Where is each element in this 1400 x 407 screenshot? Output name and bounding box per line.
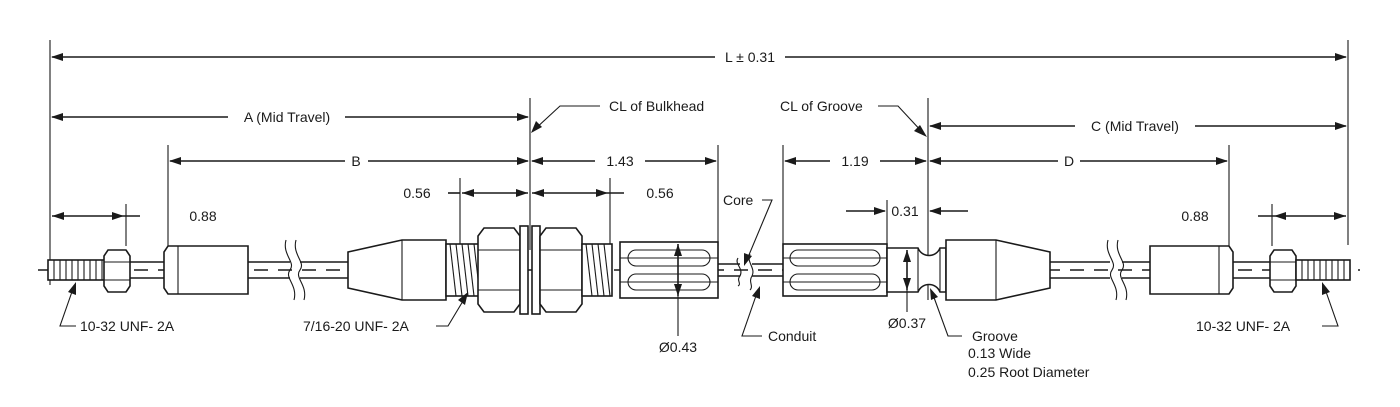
callout-groove: Groove 0.13 Wide 0.25 Root Diameter — [930, 288, 1090, 380]
dimension-nut-right: 0.56 — [532, 185, 674, 201]
hub-length-label: 1.43 — [606, 153, 633, 169]
c-mid-travel-label: C (Mid Travel) — [1091, 118, 1179, 134]
callout-cl-bulkhead: CL of Bulkhead — [531, 98, 704, 133]
dimension-overall-length: L ± 0.31 — [51, 49, 1347, 65]
dimension-hub-length: 1.43 — [531, 153, 717, 169]
d-label: D — [1064, 153, 1074, 169]
dimension-b: B — [169, 153, 529, 169]
right-break-symbol — [1106, 239, 1128, 301]
core-wire — [718, 253, 783, 291]
b-label: B — [351, 153, 360, 169]
a-mid-travel-label: A (Mid Travel) — [244, 109, 330, 125]
groove-width-label: 0.13 Wide — [968, 345, 1031, 361]
bulkhead-thread-label: 7/16-20 UNF- 2A — [303, 318, 409, 334]
nut-right-label: 0.56 — [646, 185, 673, 201]
left-break-symbol — [284, 239, 306, 301]
dimension-thread-left: 0.88 — [52, 208, 217, 224]
groove-root-label: 0.25 Root Diameter — [968, 364, 1090, 380]
right-groove-fitting — [782, 239, 1110, 301]
callout-bulkhead-thread: 7/16-20 UNF- 2A — [303, 292, 468, 334]
dimension-c: C (Mid Travel) — [929, 118, 1347, 134]
dimension-nut-left: 0.56 — [403, 185, 528, 201]
dimension-d: D — [929, 153, 1228, 169]
callout-conduit: Conduit — [741, 286, 816, 344]
hub-diameter-dim: Ø0.43 — [659, 244, 697, 355]
groove-title-label: Groove — [972, 328, 1018, 344]
callout-thread-left: 10-32 UNF- 2A — [59, 282, 175, 334]
dimension-a: A (Mid Travel) — [51, 109, 529, 125]
groove-diameter-label: Ø0.37 — [888, 315, 926, 331]
dimension-groove-to-fitting: 1.19 — [784, 153, 927, 169]
conduit-label: Conduit — [768, 328, 816, 344]
dimension-thread-right: 0.88 — [1181, 208, 1346, 224]
thread-right-label: 10-32 UNF- 2A — [1196, 318, 1291, 334]
left-rod-end — [47, 245, 290, 295]
callout-core: Core — [723, 192, 773, 266]
callout-thread-right: 10-32 UNF- 2A — [1196, 282, 1339, 334]
extension-lines — [49, 40, 1349, 300]
callout-cl-groove: CL of Groove — [780, 98, 927, 137]
cl-bulkhead-label: CL of Bulkhead — [609, 98, 704, 114]
core-label: Core — [723, 192, 754, 208]
overall-length-label: L ± 0.31 — [725, 49, 775, 65]
right-rod-end — [1122, 245, 1351, 295]
thread-right-dim-label: 0.88 — [1181, 208, 1208, 224]
cl-groove-label: CL of Groove — [780, 98, 863, 114]
left-conduit-fitting — [300, 225, 719, 315]
nut-left-label: 0.56 — [403, 185, 430, 201]
hub-diameter-label: Ø0.43 — [659, 339, 697, 355]
thread-left-dim-label: 0.88 — [189, 208, 216, 224]
groove-offset-label: 0.31 — [891, 203, 918, 219]
dimension-groove-offset: 0.31 — [846, 203, 968, 219]
groove-diameter-dim: Ø0.37 — [888, 250, 926, 331]
thread-left-label: 10-32 UNF- 2A — [80, 318, 175, 334]
groove-to-fitting-label: 1.19 — [841, 153, 868, 169]
